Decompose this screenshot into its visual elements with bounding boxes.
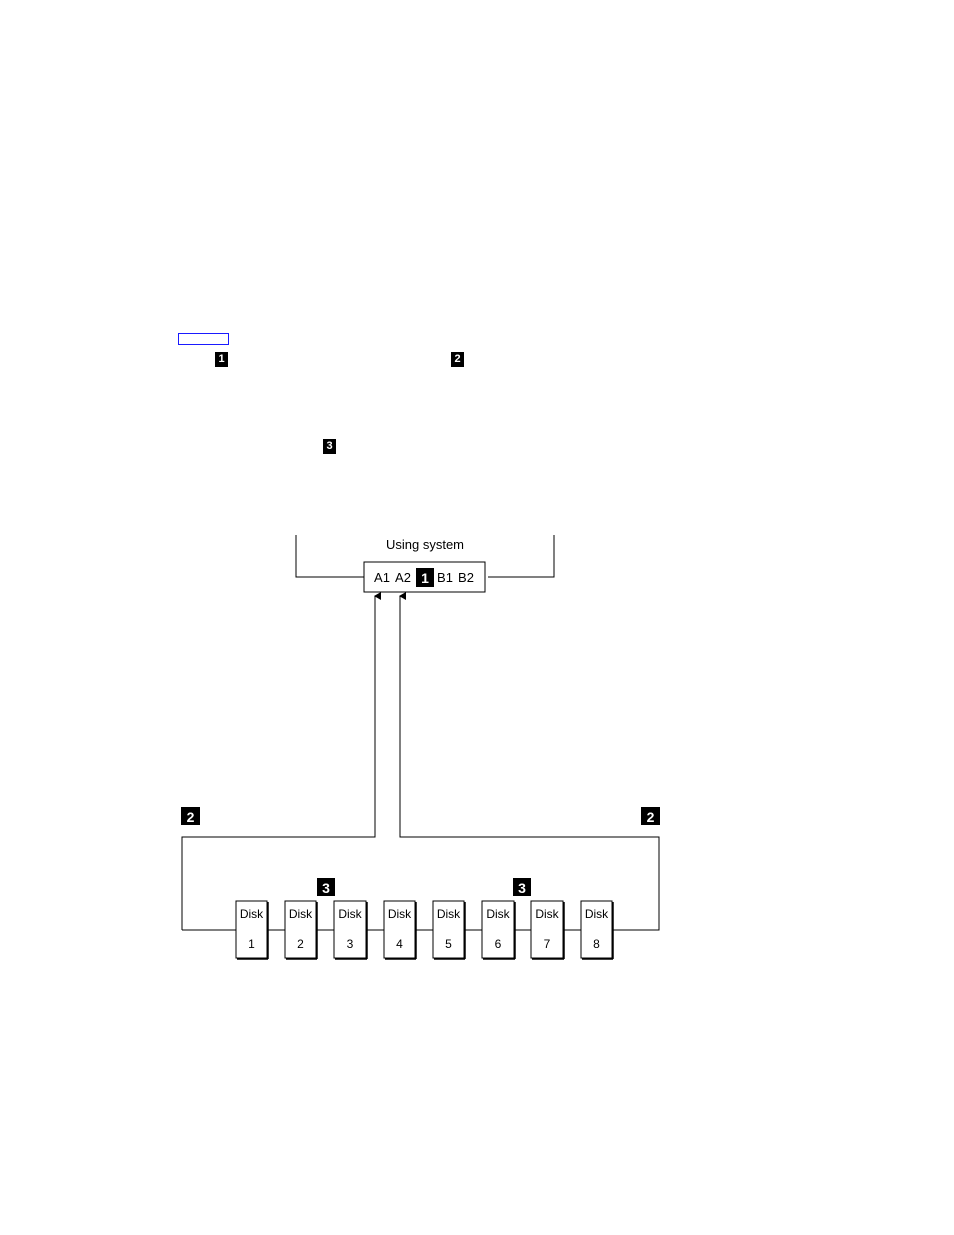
disk-4-label: Disk xyxy=(388,907,412,921)
callout-2-left-box xyxy=(181,807,200,825)
disk-2-label: Disk xyxy=(289,907,313,921)
disk-3-label: Disk xyxy=(338,907,362,921)
disk-1-number: 1 xyxy=(248,937,255,951)
disk-2: Disk 2 xyxy=(284,900,318,960)
callout-2-left-label: 2 xyxy=(187,809,195,825)
disk-7: Disk 7 xyxy=(530,900,565,960)
port-b2: B2 xyxy=(458,570,474,585)
disk-1-label: Disk xyxy=(240,907,264,921)
using-system-label: Using system xyxy=(386,537,464,552)
port-b1: B1 xyxy=(437,570,453,585)
disk-5: Disk 5 xyxy=(432,900,466,960)
callout-3-marker: 3 xyxy=(323,439,336,454)
disk-5-number: 5 xyxy=(445,937,452,951)
system-frame-right xyxy=(488,535,555,578)
link-box[interactable] xyxy=(178,333,229,345)
disk-7-label: Disk xyxy=(535,907,559,921)
disk-6-number: 6 xyxy=(495,937,502,951)
disk-3-number: 3 xyxy=(347,937,354,951)
callout-3-left-label: 3 xyxy=(322,880,330,896)
disk-1: Disk 1 xyxy=(235,900,269,960)
cable-to-a1 xyxy=(181,592,381,930)
callout-1-label: 1 xyxy=(421,570,429,586)
callout-2-right-label: 2 xyxy=(647,809,655,825)
callout-3-left-box xyxy=(317,878,335,896)
disk-4: Disk 4 xyxy=(383,900,417,960)
callout-2-marker: 2 xyxy=(451,352,464,367)
cable-to-a2 xyxy=(399,592,660,931)
disk-2-number: 2 xyxy=(297,937,304,951)
callout-3-right-box xyxy=(513,878,531,896)
callout-1-box xyxy=(416,568,434,587)
system-frame-left xyxy=(295,535,364,578)
disk-5-label: Disk xyxy=(437,907,461,921)
disk-3: Disk 3 xyxy=(333,900,368,960)
port-a1: A1 xyxy=(374,570,390,585)
disk-4-number: 4 xyxy=(396,937,403,951)
disk-6: Disk 6 xyxy=(481,900,516,960)
disk-8-label: Disk xyxy=(585,907,609,921)
disk-6-label: Disk xyxy=(486,907,510,921)
callout-2-right-box xyxy=(641,807,660,825)
callout-1-marker: 1 xyxy=(215,352,228,367)
port-a2: A2 xyxy=(395,570,411,585)
disk-8: Disk 8 xyxy=(580,900,614,960)
disk-7-number: 7 xyxy=(544,937,551,951)
callout-3-right-label: 3 xyxy=(518,880,526,896)
disk-8-number: 8 xyxy=(593,937,600,951)
